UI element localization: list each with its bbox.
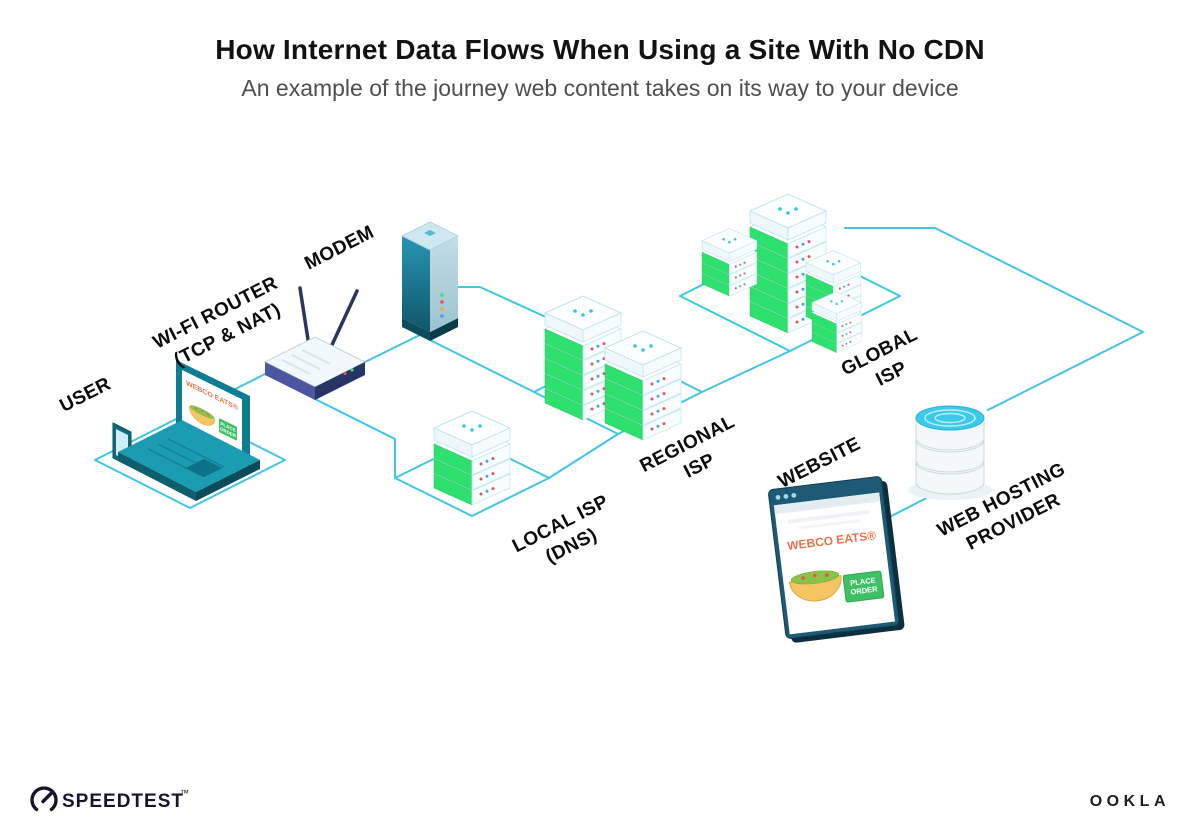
modem-to-regional-line	[429, 339, 535, 393]
regional-isp-servers-icon	[545, 296, 681, 440]
website-order-button-line2: ORDER	[850, 584, 879, 596]
local-to-regional-line	[548, 433, 619, 479]
web-hosting-icon	[908, 405, 992, 500]
user-laptop-icon: WEBCO EATS® PLACE ORDER	[112, 360, 260, 501]
speedtest-wordmark: SPEEDTEST	[62, 791, 184, 812]
local-isp-servers-icon	[434, 411, 510, 505]
laptop-trackpad	[186, 459, 222, 477]
laptop-order-button	[219, 418, 237, 441]
website-window-icon: WEBCO EATS® PLACE ORDER	[768, 476, 905, 643]
regional-to-global-line	[701, 350, 791, 393]
label-modem: MODEM	[301, 222, 377, 275]
router-antenna-left	[298, 286, 311, 348]
router-antenna-right	[329, 289, 359, 349]
ookla-wordmark: OOKLA	[1090, 793, 1170, 810]
modem-icon	[401, 221, 459, 341]
user-ground-diamond	[94, 411, 286, 509]
website-order-button-line1: PLACE	[850, 576, 876, 588]
speedtest-logo: SPEEDTEST ™	[30, 786, 189, 812]
website-order-button	[842, 570, 885, 603]
header: How Internet Data Flows When Using a Sit…	[0, 34, 1200, 102]
global-isp-servers-icon	[702, 194, 861, 353]
label-user: USER	[57, 373, 115, 416]
router-to-local-isp-line	[314, 398, 396, 479]
website-address-bar	[773, 492, 881, 515]
speedtest-trademark: ™	[180, 788, 189, 798]
page-title: How Internet Data Flows When Using a Sit…	[215, 34, 985, 65]
wifi-router-icon	[263, 286, 367, 400]
global-to-hosting-line	[844, 227, 1144, 411]
speedtest-gauge-icon	[30, 786, 58, 812]
page-subtitle: An example of the journey web content ta…	[241, 75, 959, 101]
laptop-base	[118, 420, 260, 492]
